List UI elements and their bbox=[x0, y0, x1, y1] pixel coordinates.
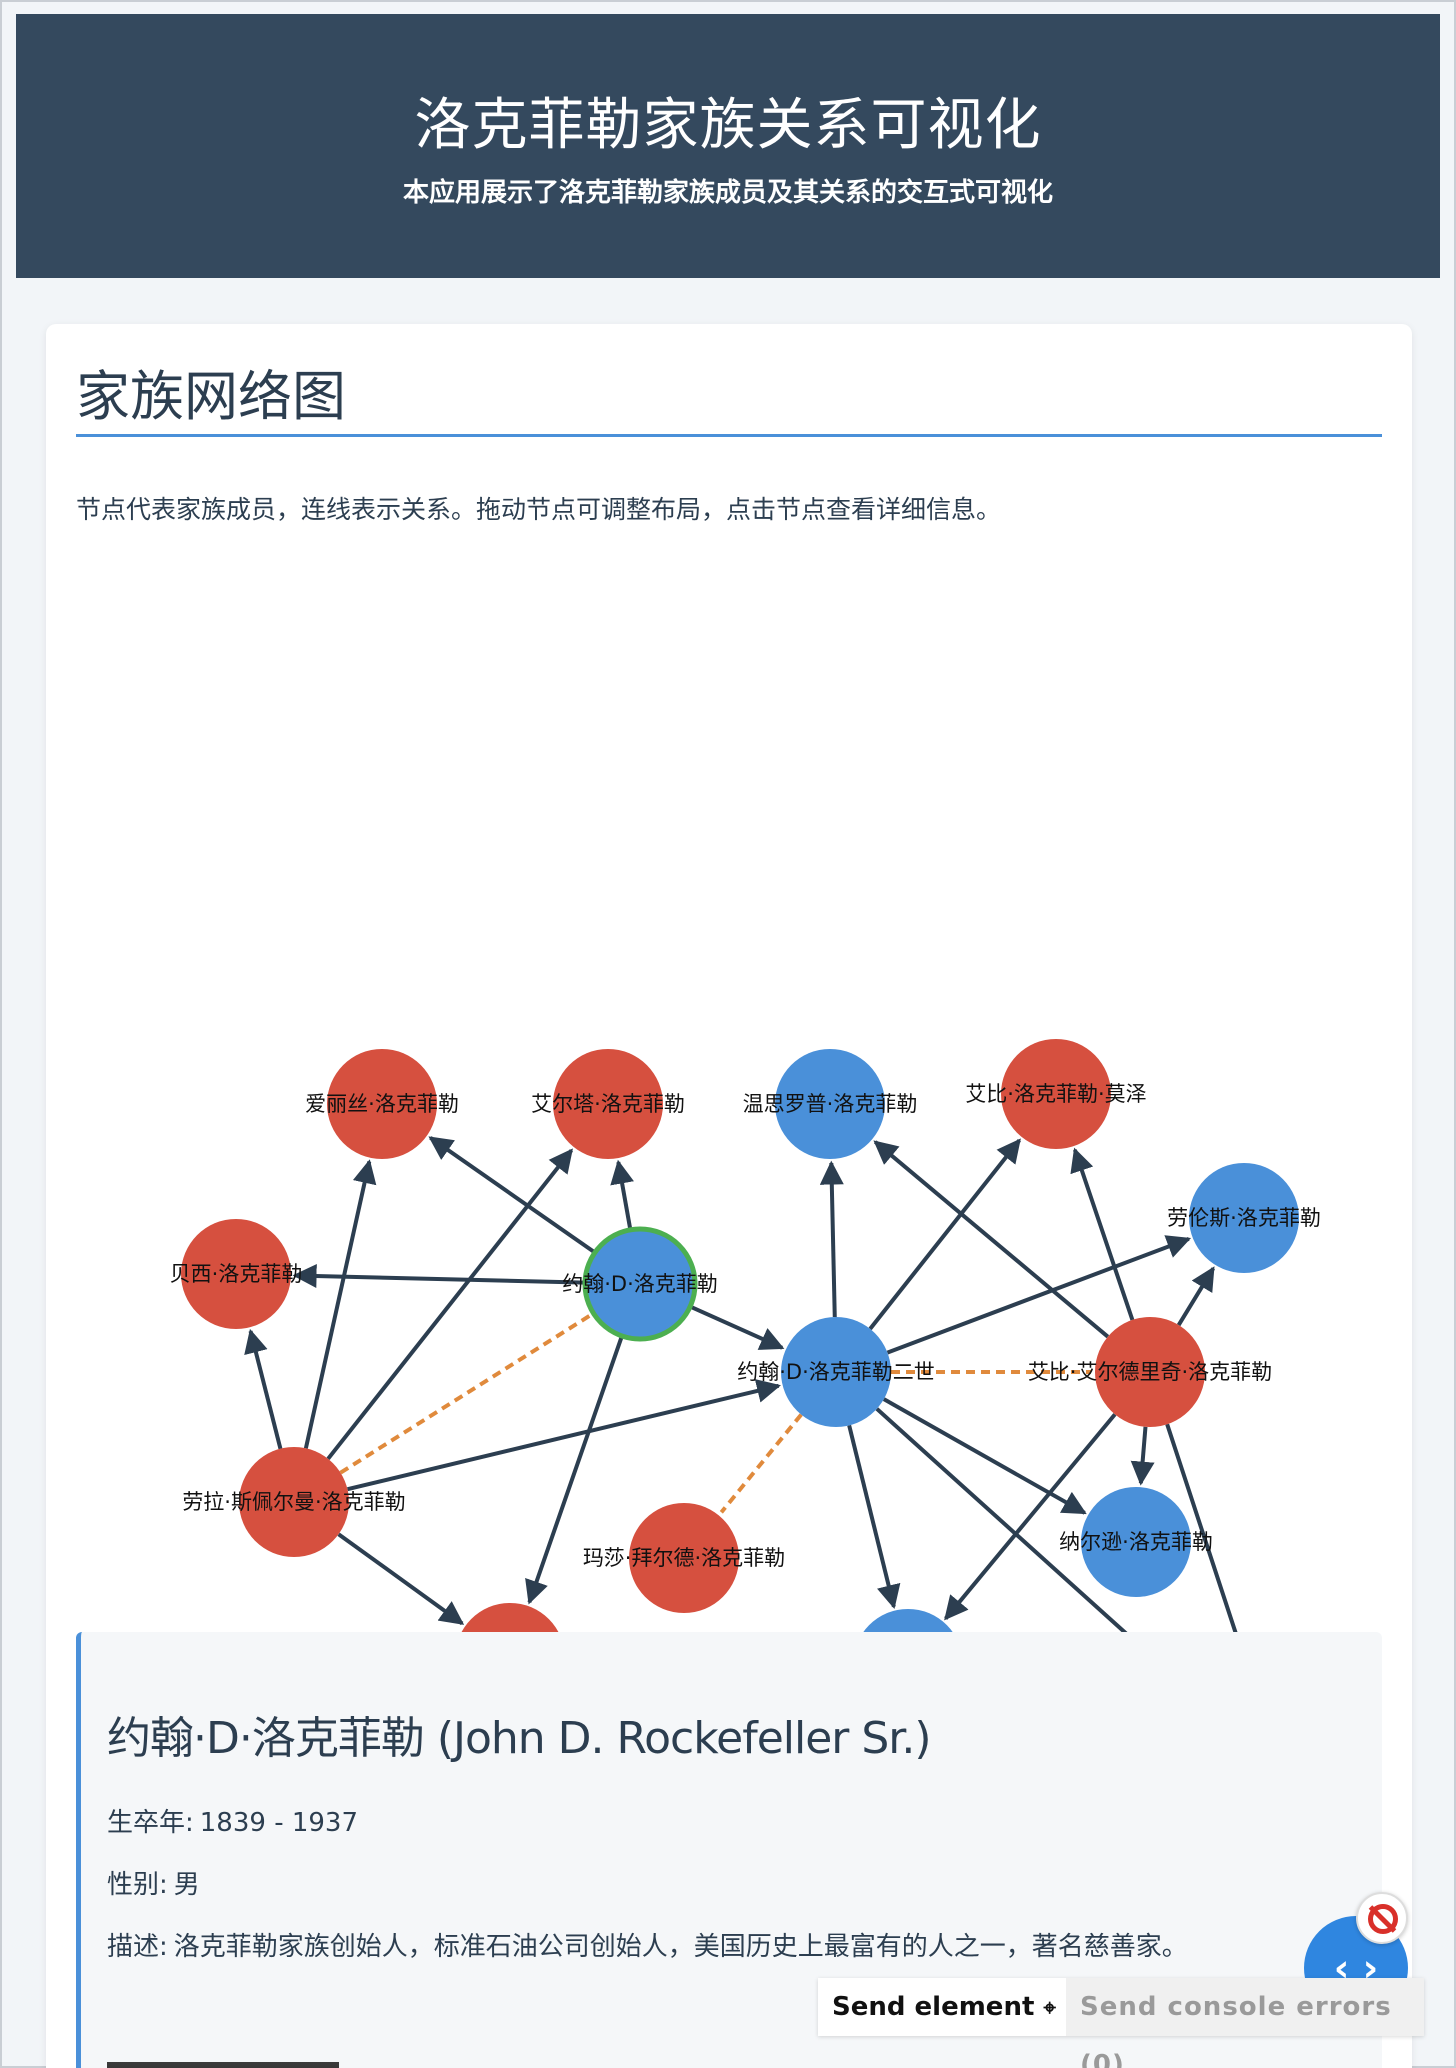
node-winthrop[interactable]: 温思罗普·洛克菲勒 bbox=[743, 1049, 918, 1159]
node-alice[interactable]: 爱丽丝·洛克菲勒 bbox=[305, 1049, 459, 1159]
node-alta[interactable]: 艾尔塔·洛克菲勒 bbox=[531, 1049, 685, 1159]
node-bessie[interactable]: 贝西·洛克菲勒 bbox=[170, 1219, 303, 1329]
parent-edge-abby_aldrich-laurance bbox=[1176, 1266, 1215, 1327]
send-console-errors-button[interactable]: Send console errors (0) bbox=[1080, 1992, 1392, 2068]
devtools-toolbar: Send element ⌖ Send console errors (0) bbox=[818, 1978, 1424, 2068]
node-label-alta: 艾尔塔·洛克菲勒 bbox=[531, 1092, 685, 1116]
node-laurance[interactable]: 劳伦斯·洛克菲勒 bbox=[1167, 1163, 1321, 1273]
parent-edge-abby_aldrich-abby_mauze bbox=[1070, 1147, 1135, 1321]
parent-edge-abby_aldrich-nelson bbox=[1130, 1426, 1155, 1486]
parent-edge-john_jr-laurance bbox=[886, 1235, 1192, 1355]
send-element-label: Send element bbox=[832, 1992, 1035, 2022]
member-years-row: 生卒年:1839 - 1937 bbox=[107, 1802, 358, 1839]
heading-underline bbox=[76, 434, 1382, 437]
node-label-laura: 劳拉·斯佩尔曼·洛克菲勒 bbox=[182, 1490, 405, 1514]
pointer-icon: ⌖ bbox=[1043, 1996, 1056, 2021]
node-circle-john_sr[interactable] bbox=[582, 1226, 698, 1342]
node-abby_mauze[interactable]: 艾比·洛克菲勒·莫泽 bbox=[965, 1039, 1147, 1149]
network-intro: 节点代表家族成员，连线表示关系。拖动节点可调整布局，点击节点查看详细信息。 bbox=[76, 495, 1002, 524]
send-element-button[interactable]: Send element ⌖ bbox=[818, 1978, 1066, 2036]
spouse-edge-laura-john_sr bbox=[339, 1313, 592, 1475]
node-label-abby_mauze: 艾比·洛克菲勒·莫泽 bbox=[965, 1082, 1146, 1106]
node-john_sr[interactable]: 约翰·D·洛克菲勒 bbox=[562, 1226, 718, 1342]
parent-edge-john_jr-david bbox=[847, 1424, 901, 1610]
parent-edge-john_sr-alta bbox=[610, 1159, 634, 1231]
parent-edge-john_sr-alice bbox=[428, 1136, 597, 1255]
node-nelson[interactable]: 纳尔逊·洛克菲勒 bbox=[1059, 1487, 1213, 1597]
parent-edge-john_sr-john_jr bbox=[689, 1304, 785, 1350]
node-circle-john_jr[interactable] bbox=[781, 1317, 891, 1427]
member-detail-title: 约翰·D·洛克菲勒 (John D. Rockefeller Sr.) bbox=[107, 1713, 931, 1764]
node-john_jr[interactable]: 约翰·D·洛克菲勒二世 bbox=[737, 1317, 935, 1427]
node-circle-laura[interactable] bbox=[239, 1447, 349, 1557]
desc-value: 洛克菲勒家族创始人，标准石油公司创始人，美国历史上最富有的人之一，著名慈善家。 bbox=[173, 1932, 1188, 1962]
node-circle-laurance[interactable] bbox=[1189, 1163, 1299, 1273]
node-circle-nelson[interactable] bbox=[1081, 1487, 1191, 1597]
node-label-abby_aldrich: 艾比·艾尔德里奇·洛克菲勒 bbox=[1028, 1360, 1272, 1384]
node-circle-alice[interactable] bbox=[327, 1049, 437, 1159]
network-heading: 家族网络图 bbox=[76, 365, 346, 428]
node-circle-alta[interactable] bbox=[553, 1049, 663, 1159]
gender-label: 性别: bbox=[107, 1870, 168, 1900]
node-martha[interactable]: 玛莎·拜尔德·洛克菲勒 bbox=[583, 1503, 785, 1613]
node-abby_aldrich[interactable]: 艾比·艾尔德里奇·洛克菲勒 bbox=[1028, 1317, 1272, 1427]
member-gender-row: 性别:男 bbox=[107, 1864, 200, 1901]
parent-edge-john_jr-nelson bbox=[882, 1397, 1087, 1515]
no-entry-icon[interactable] bbox=[1356, 1892, 1408, 1944]
parent-edge-laura-john_jr bbox=[347, 1379, 781, 1492]
parent-edge-abby_aldrich-david bbox=[944, 1413, 1117, 1621]
node-circle-bessie[interactable] bbox=[181, 1219, 291, 1329]
parent-edge-john_sr-bessie bbox=[292, 1263, 586, 1288]
node-label-john_jr: 约翰·D·洛克菲勒二世 bbox=[737, 1360, 935, 1384]
node-label-laurance: 劳伦斯·洛克菲勒 bbox=[1167, 1206, 1321, 1230]
page-header: 洛克菲勒家族关系可视化 本应用展示了洛克菲勒家族成员及其关系的交互式可视化 bbox=[16, 14, 1440, 278]
node-circle-winthrop[interactable] bbox=[775, 1049, 885, 1159]
node-circle-abby_aldrich[interactable] bbox=[1095, 1317, 1205, 1427]
parent-edge-john_jr-winthrop bbox=[819, 1160, 844, 1318]
parent-edge-laura-edith bbox=[337, 1532, 465, 1626]
years-label: 生卒年: bbox=[107, 1808, 194, 1838]
member-portrait bbox=[107, 2062, 339, 2068]
no-entry-ring bbox=[1368, 1904, 1398, 1934]
node-label-nelson: 纳尔逊·洛克菲勒 bbox=[1059, 1530, 1213, 1554]
parent-edge-laura-alice bbox=[303, 1159, 377, 1449]
page-title: 洛克菲勒家族关系可视化 bbox=[414, 93, 1042, 158]
parent-edge-john_jr-abby_mauze bbox=[868, 1138, 1021, 1331]
node-circle-martha[interactable] bbox=[629, 1503, 739, 1613]
parent-edge-laura-bessie bbox=[244, 1328, 283, 1450]
node-label-alice: 爱丽丝·洛克菲勒 bbox=[305, 1092, 459, 1116]
gender-value: 男 bbox=[173, 1870, 200, 1900]
page-subtitle: 本应用展示了洛克菲勒家族成员及其关系的交互式可视化 bbox=[402, 178, 1053, 208]
parent-edge-abby_aldrich-winthrop bbox=[873, 1140, 1110, 1339]
node-circle-abby_mauze[interactable] bbox=[1001, 1039, 1111, 1149]
node-laura[interactable]: 劳拉·斯佩尔曼·洛克菲勒 bbox=[182, 1447, 406, 1557]
parent-edge-john_sr-edith bbox=[525, 1335, 624, 1605]
node-label-john_sr: 约翰·D·洛克菲勒 bbox=[562, 1272, 718, 1296]
network-card: 家族网络图 节点代表家族成员，连线表示关系。拖动节点可调整布局，点击节点查看详细… bbox=[46, 324, 1412, 2068]
node-label-winthrop: 温思罗普·洛克菲勒 bbox=[743, 1092, 918, 1116]
years-value: 1839 - 1937 bbox=[199, 1808, 359, 1838]
desc-label: 描述: bbox=[107, 1932, 168, 1962]
spouse-edge-john_jr-martha bbox=[719, 1413, 803, 1514]
node-label-bessie: 贝西·洛克菲勒 bbox=[170, 1262, 303, 1286]
member-desc-row: 描述:洛克菲勒家族创始人，标准石油公司创始人，美国历史上最富有的人之一，著名慈善… bbox=[107, 1926, 1188, 1963]
parent-edge-laura-alta bbox=[326, 1148, 574, 1461]
node-label-martha: 玛莎·拜尔德·洛克菲勒 bbox=[583, 1546, 785, 1570]
